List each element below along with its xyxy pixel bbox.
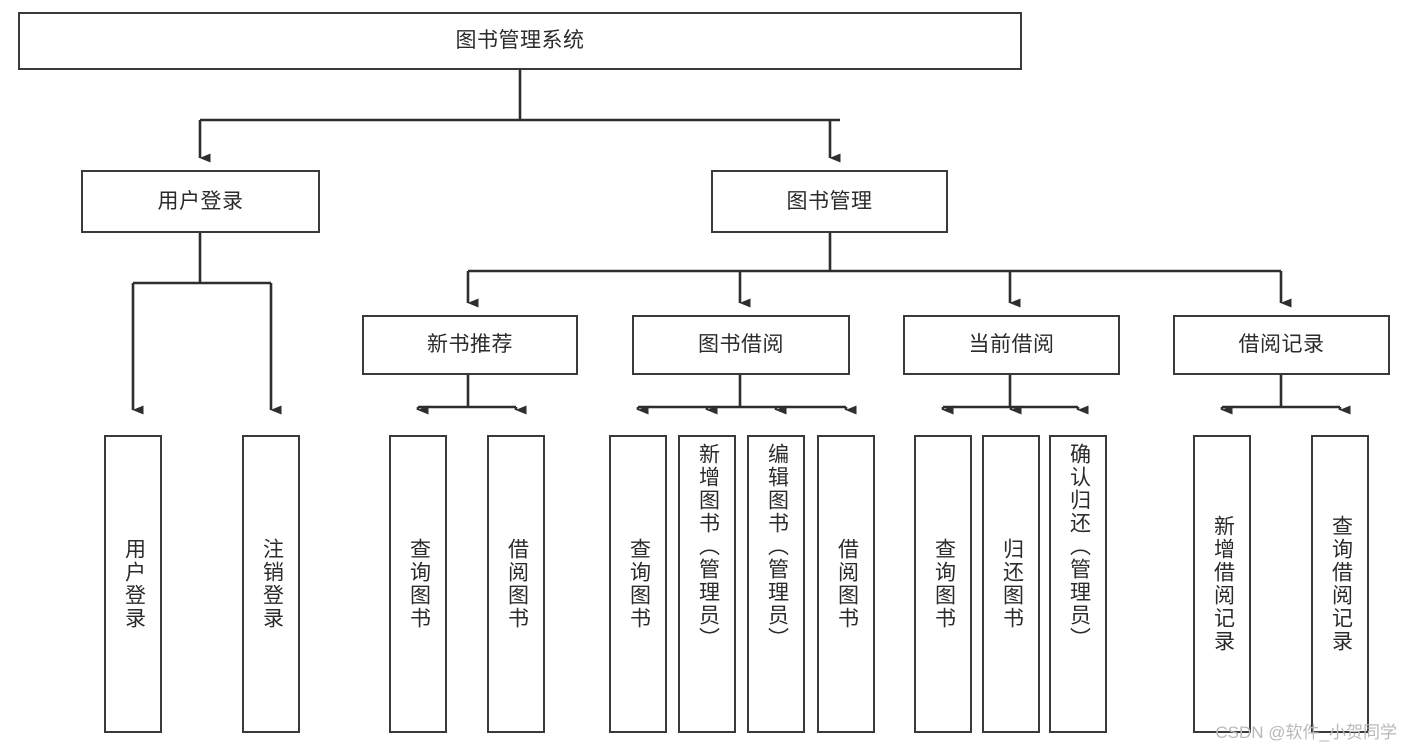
leaf-nb-query-book-label: 查询图书 <box>407 538 431 630</box>
leaf-cb-query-book-label: 查询图书 <box>932 538 956 630</box>
leaf-logout-login-label: 注销登录 <box>260 538 284 630</box>
leaf-cb-confirm-return-admin-label: 确认归还（管理员） <box>1067 443 1091 650</box>
leaf-cb-return-book-label: 归还图书 <box>1000 538 1024 630</box>
node-user-login-label: 用户登录 <box>157 189 244 213</box>
node-root[interactable]: 图书管理系统 <box>18 12 1022 70</box>
leaf-bb-add-book-admin[interactable]: 新增图书（管理员） <box>678 435 736 733</box>
node-user-login[interactable]: 用户登录 <box>81 170 320 233</box>
leaf-nb-borrow-book-label: 借阅图书 <box>505 538 529 630</box>
leaf-br-query-record[interactable]: 查询借阅记录 <box>1311 435 1369 733</box>
leaf-bb-borrow-book[interactable]: 借阅图书 <box>817 435 875 733</box>
node-current-borrow[interactable]: 当前借阅 <box>903 315 1120 375</box>
leaf-user-login-label: 用户登录 <box>122 538 146 630</box>
leaf-br-add-record-label: 新增借阅记录 <box>1211 515 1235 653</box>
leaf-nb-borrow-book[interactable]: 借阅图书 <box>487 435 545 733</box>
leaf-nb-query-book[interactable]: 查询图书 <box>389 435 447 733</box>
leaf-user-login[interactable]: 用户登录 <box>104 435 162 733</box>
leaf-cb-return-book[interactable]: 归还图书 <box>982 435 1040 733</box>
node-book-manage[interactable]: 图书管理 <box>711 170 948 233</box>
leaf-br-query-record-label: 查询借阅记录 <box>1329 515 1353 653</box>
leaf-bb-query-book-label: 查询图书 <box>627 538 651 630</box>
node-new-book-recommend-label: 新书推荐 <box>427 333 513 357</box>
node-book-manage-label: 图书管理 <box>786 189 873 213</box>
node-new-book-recommend[interactable]: 新书推荐 <box>362 315 578 375</box>
leaf-logout-login[interactable]: 注销登录 <box>242 435 300 733</box>
leaf-cb-query-book[interactable]: 查询图书 <box>914 435 972 733</box>
node-root-label: 图书管理系统 <box>455 29 585 53</box>
node-borrow-record-label: 借阅记录 <box>1238 333 1325 357</box>
csdn-watermark: CSDN @软件_小贺同学 <box>1215 723 1397 742</box>
leaf-bb-borrow-book-label: 借阅图书 <box>835 538 859 630</box>
node-book-borrow-label: 图书借阅 <box>698 333 784 357</box>
node-borrow-record[interactable]: 借阅记录 <box>1173 315 1390 375</box>
leaf-bb-edit-book-admin-label: 编辑图书（管理员） <box>765 443 789 650</box>
leaf-bb-add-book-admin-label: 新增图书（管理员） <box>696 443 720 650</box>
node-book-borrow[interactable]: 图书借阅 <box>632 315 850 375</box>
node-current-borrow-label: 当前借阅 <box>968 333 1055 357</box>
leaf-bb-query-book[interactable]: 查询图书 <box>609 435 667 733</box>
leaf-br-add-record[interactable]: 新增借阅记录 <box>1193 435 1251 733</box>
leaf-cb-confirm-return-admin[interactable]: 确认归还（管理员） <box>1049 435 1107 733</box>
leaf-bb-edit-book-admin[interactable]: 编辑图书（管理员） <box>747 435 805 733</box>
